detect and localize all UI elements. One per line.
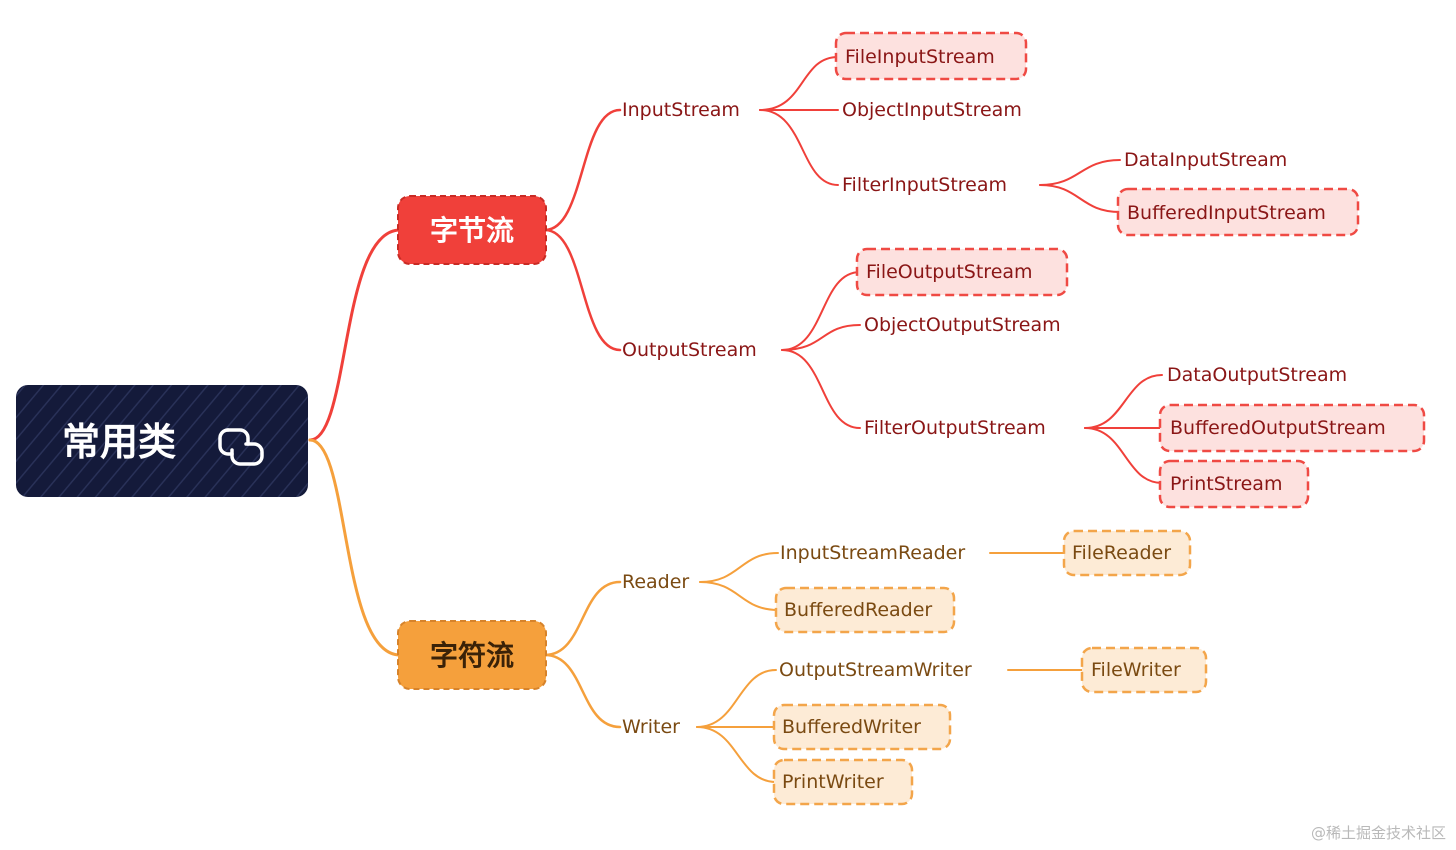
edge-input-file <box>759 56 839 111</box>
edge-filterin-data <box>1039 159 1121 186</box>
file-writer-label[interactable]: FileWriter <box>1091 659 1181 681</box>
edge-char-writer <box>543 653 622 729</box>
filter-output-stream-label[interactable]: FilterOutputStream <box>864 417 1046 439</box>
print-writer-box <box>772 758 914 806</box>
edge-output-filter <box>781 349 861 429</box>
file-output-stream-label[interactable]: FileOutputStream <box>866 261 1033 283</box>
print-writer-label[interactable]: PrintWriter <box>782 771 884 793</box>
buffered-output-stream-label[interactable]: BufferedOutputStream <box>1170 417 1386 439</box>
print-stream-label[interactable]: PrintStream <box>1170 473 1282 495</box>
file-reader-box <box>1062 529 1192 577</box>
writer-label[interactable]: Writer <box>622 716 680 738</box>
buffered-writer-box <box>772 703 952 751</box>
edge-root-char <box>308 438 402 657</box>
char-stream-node[interactable]: 字符流 <box>397 620 547 690</box>
data-output-stream-label[interactable]: DataOutputStream <box>1167 364 1347 386</box>
edge-filterin-buffered <box>1039 184 1121 213</box>
edge-input-filter <box>759 109 839 186</box>
edge-reader-buffered <box>699 581 779 611</box>
object-output-stream-label[interactable]: ObjectOutputStream <box>864 314 1061 336</box>
file-input-stream-box <box>834 31 1028 81</box>
edge-output-file <box>781 271 861 351</box>
file-output-stream-box <box>855 247 1069 297</box>
data-input-stream-label[interactable]: DataInputStream <box>1124 149 1287 171</box>
buffered-input-stream-box <box>1116 187 1360 237</box>
buffered-reader-box <box>774 586 956 634</box>
output-stream-writer-label[interactable]: OutputStreamWriter <box>779 659 972 681</box>
filter-input-stream-label[interactable]: FilterInputStream <box>842 174 1007 196</box>
char-stream-label: 字符流 <box>430 639 514 672</box>
connectors <box>308 56 1163 783</box>
root-label: 常用类 <box>62 420 176 464</box>
edge-writer-print <box>696 726 777 783</box>
file-writer-box <box>1080 646 1208 694</box>
watermark: @稀土掘金技术社区 <box>1311 824 1446 842</box>
edge-filterout-print <box>1084 427 1163 484</box>
edge-byte-input <box>543 108 622 232</box>
buffered-writer-label[interactable]: BufferedWriter <box>782 716 921 738</box>
buffered-output-stream-box <box>1158 403 1426 453</box>
byte-stream-node[interactable]: 字节流 <box>397 195 547 265</box>
edge-root-byte <box>308 228 402 442</box>
edge-output-object <box>781 324 861 351</box>
buffered-input-stream-label[interactable]: BufferedInputStream <box>1127 202 1326 224</box>
root-node[interactable]: 常用类 <box>16 385 308 497</box>
link-icon <box>218 428 264 466</box>
buffered-reader-label[interactable]: BufferedReader <box>784 599 932 621</box>
edge-reader-isr <box>699 552 779 583</box>
print-stream-box <box>1158 459 1310 509</box>
file-reader-label[interactable]: FileReader <box>1072 542 1171 564</box>
edge-writer-osw <box>696 669 777 728</box>
edge-filterout-data <box>1084 374 1163 429</box>
input-stream-reader-label[interactable]: InputStreamReader <box>780 542 965 564</box>
byte-stream-label: 字节流 <box>430 214 514 247</box>
reader-label[interactable]: Reader <box>622 571 689 593</box>
output-stream-label[interactable]: OutputStream <box>622 339 757 361</box>
input-stream-label[interactable]: InputStream <box>622 99 740 121</box>
edge-char-reader <box>543 580 622 657</box>
file-input-stream-label[interactable]: FileInputStream <box>845 46 995 68</box>
edge-byte-output <box>543 228 622 352</box>
object-input-stream-label[interactable]: ObjectInputStream <box>842 99 1022 121</box>
